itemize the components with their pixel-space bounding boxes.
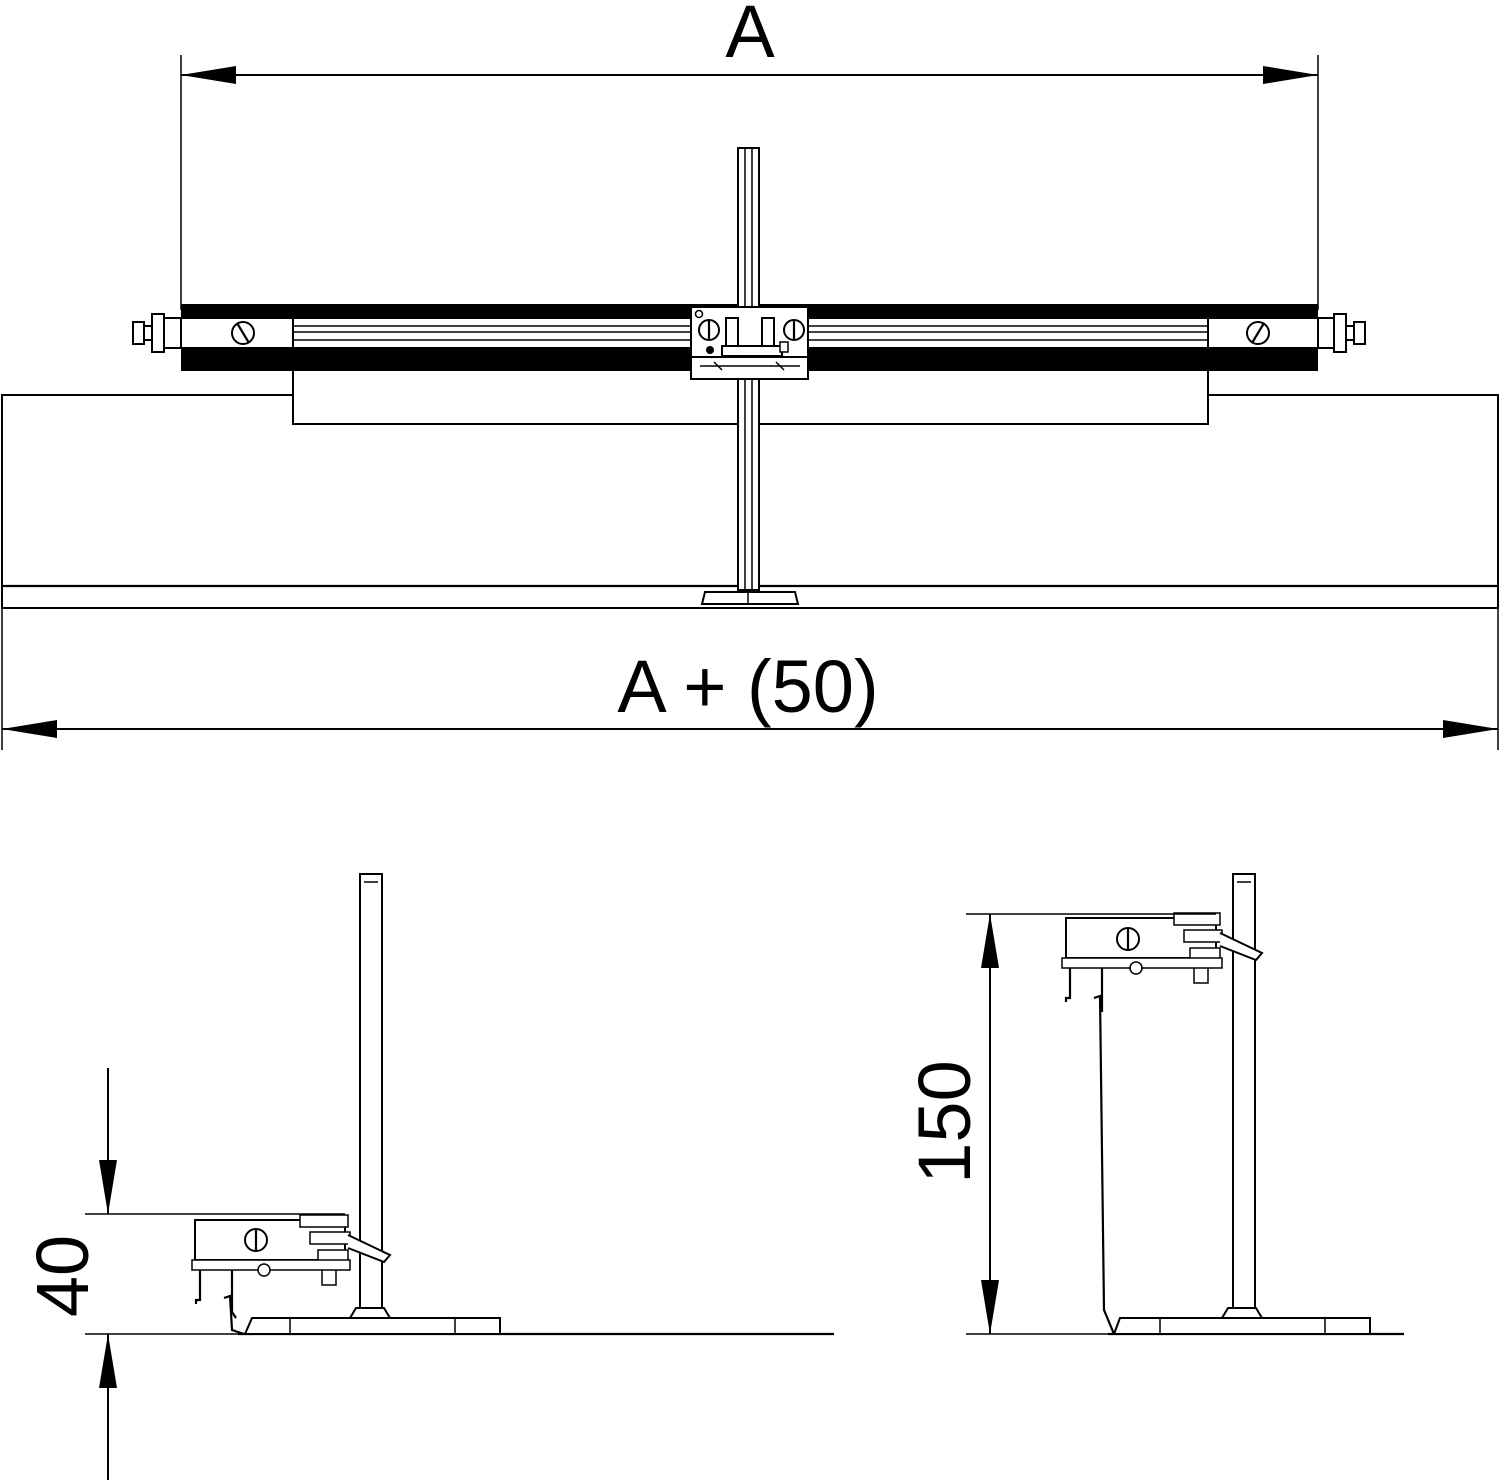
- top-view: A: [1, 0, 1499, 750]
- support-post: [1232, 873, 1256, 1309]
- clamp-assembly: [1061, 912, 1264, 1335]
- clamp-assembly: [191, 1214, 392, 1336]
- dimension-40: 40: [21, 1068, 345, 1480]
- center-clamp: [690, 306, 809, 380]
- dimension-a: A: [180, 0, 1319, 310]
- dimension-a-plus-50: A + (50): [1, 608, 1499, 750]
- side-view-low: 40: [21, 873, 834, 1480]
- support-post: [359, 873, 383, 1309]
- dimension-a-plus-50-label: A + (50): [617, 645, 878, 728]
- adjust-bolt-right-icon: [1317, 313, 1366, 353]
- adjust-bolt-left-icon: [132, 313, 182, 353]
- side-view-high: 150: [903, 873, 1404, 1336]
- dimension-40-label: 40: [21, 1235, 104, 1317]
- dimension-150: 150: [903, 913, 1216, 1335]
- right-end-cap: [1207, 313, 1366, 353]
- dimension-150-label: 150: [903, 1060, 986, 1183]
- dimension-a-label: A: [725, 0, 775, 73]
- left-end-cap: [132, 313, 294, 353]
